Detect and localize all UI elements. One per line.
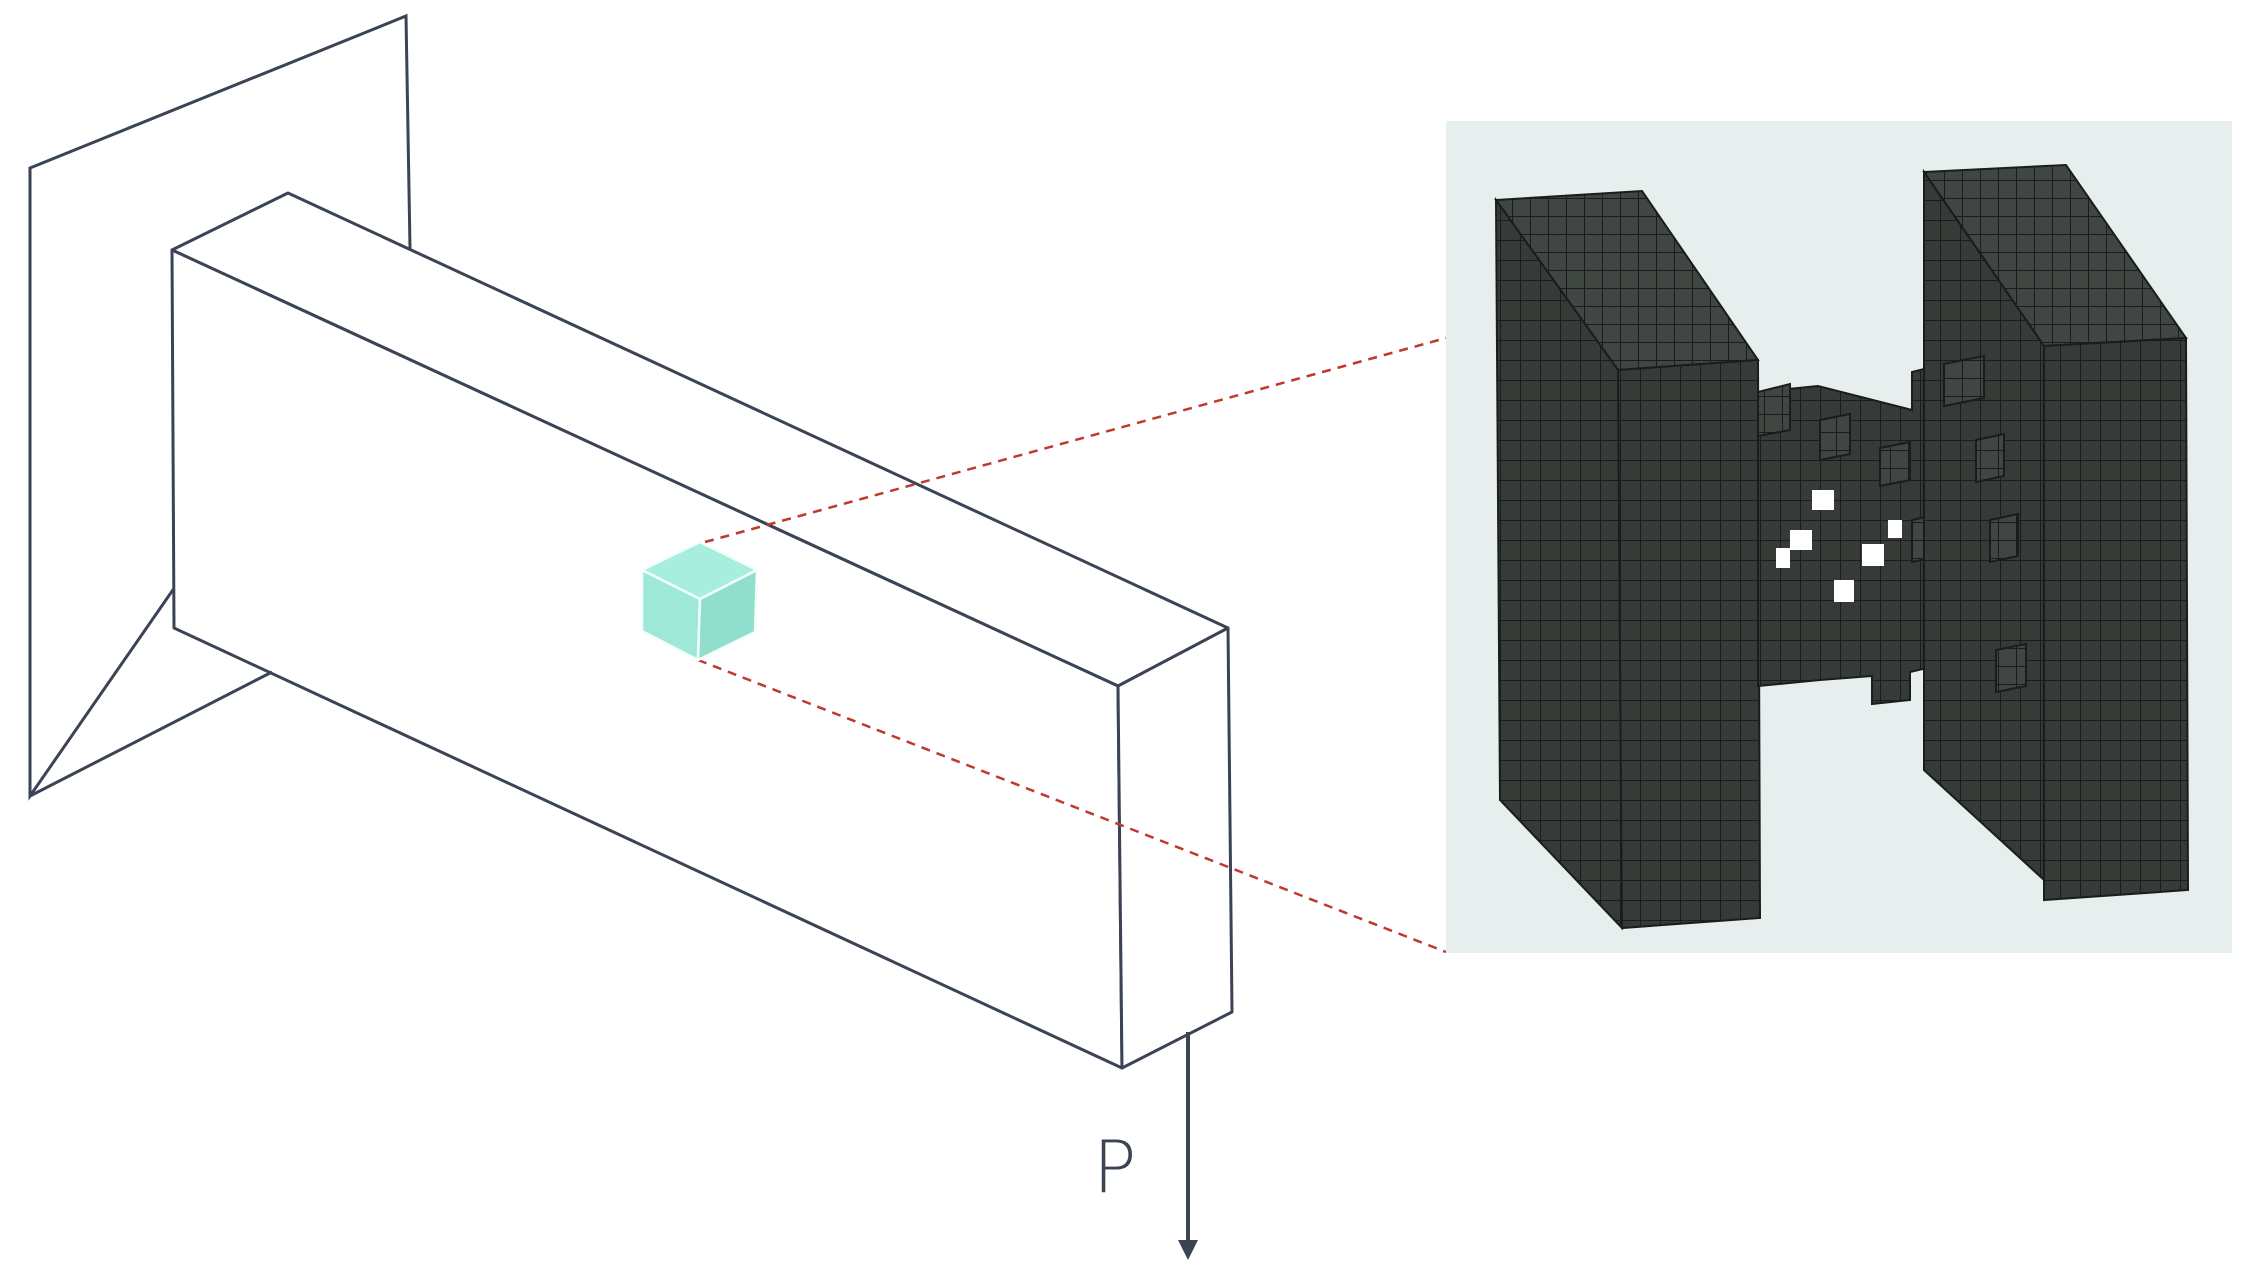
web-hole	[1812, 490, 1834, 510]
web-hole	[1862, 544, 1884, 566]
right-flange-front	[2043, 336, 2190, 902]
web-hole	[1776, 548, 1790, 568]
leader-line-top	[704, 336, 1447, 544]
left-flange-front	[1616, 358, 1762, 930]
web-hole	[1790, 530, 1812, 550]
voxel-h-structure	[1494, 163, 2190, 931]
leader-line-bottom	[697, 658, 1447, 954]
wall-lower-edge	[29, 670, 273, 798]
load-label: P	[1093, 1125, 1136, 1209]
web-hole	[1888, 520, 1902, 538]
beam-end-face	[1116, 626, 1234, 1070]
cantilever-beam	[170, 191, 1234, 1070]
highlight-cube	[640, 540, 759, 662]
web-hole	[1834, 580, 1854, 602]
